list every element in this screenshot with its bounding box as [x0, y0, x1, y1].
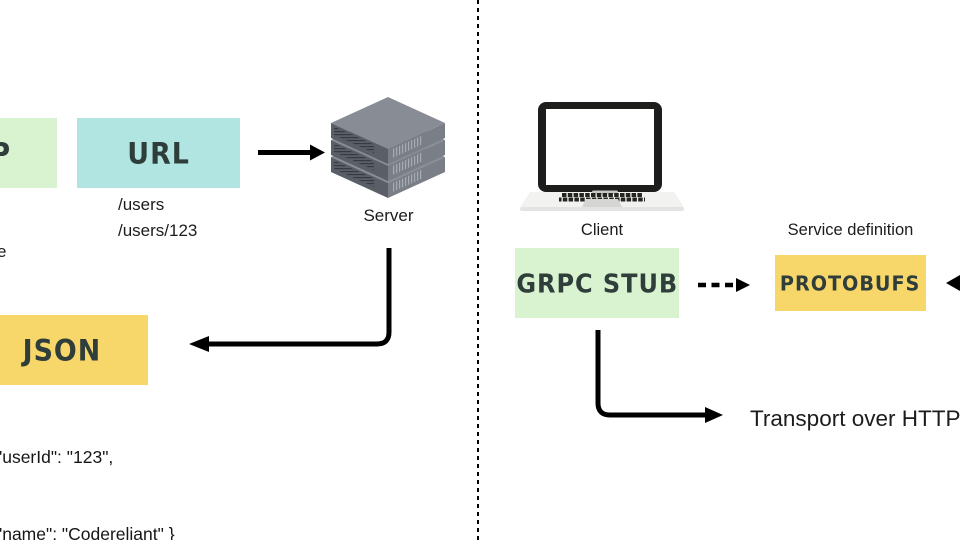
server-icon [331, 97, 445, 198]
url-box: URL [77, 118, 240, 188]
arrow-server-to-json-icon [189, 248, 392, 352]
url-box-label: URL [127, 135, 190, 171]
endpoint-users: /users [118, 195, 165, 214]
http-box: P [0, 118, 57, 188]
json-payload: "userId": "123", "name": "Codereliant" } [0, 394, 175, 540]
client-label: Client [580, 221, 624, 239]
arrow-stub-to-protobufs-icon [698, 278, 750, 292]
vertical-dashed-divider [477, 0, 479, 540]
left-edge-text-fragment: e [0, 242, 7, 261]
arrow-stub-to-transport-icon [595, 330, 723, 423]
json-box-label: JSON [22, 332, 101, 368]
protobufs-box: PROTOBUFS [775, 255, 926, 311]
laptop-icon [520, 102, 684, 211]
protobufs-label: PROTOBUFS [780, 270, 921, 296]
json-box: JSON [0, 315, 148, 385]
http-box-label: P [0, 136, 11, 170]
transport-label: Transport over HTTP/ [750, 406, 960, 431]
service-definition-label: Service definition [787, 221, 914, 239]
grpc-stub-label: GRPC STUB [516, 267, 678, 299]
grpc-stub-box: GRPC STUB [515, 248, 679, 318]
arrow-from-right-edge-icon [946, 275, 960, 291]
endpoint-users-id: /users/123 [118, 221, 198, 240]
arrow-url-to-server-icon [258, 144, 325, 161]
server-label: Server [363, 206, 414, 225]
endpoint-list: /users /users/123 [118, 192, 197, 244]
json-payload-line1: "userId": "123", [0, 447, 114, 467]
json-payload-line2: "name": "Codereliant" } [0, 523, 175, 540]
